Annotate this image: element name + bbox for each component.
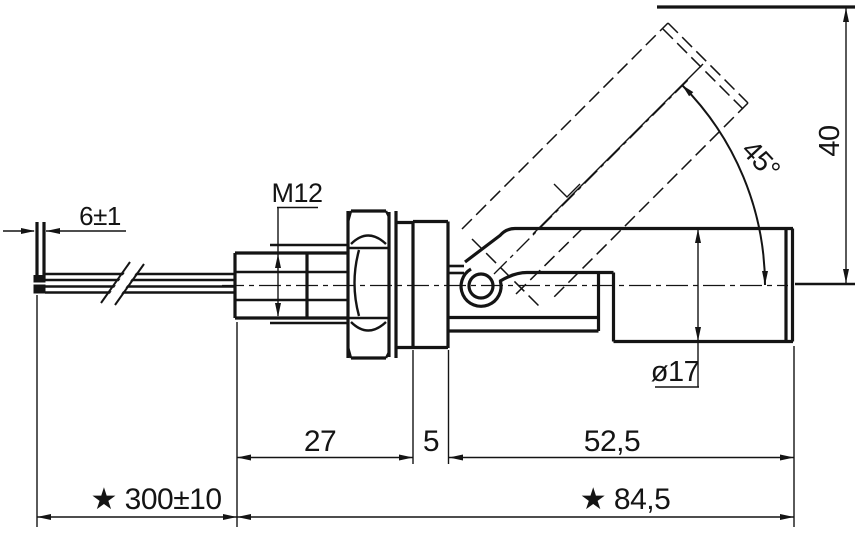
dim-flange-thickness-label: 5 [423,425,439,458]
arm-lower-edge [498,270,614,283]
arrowhead-down [843,269,849,283]
arrowhead-up [843,8,849,22]
arrowhead-up [275,254,281,268]
nut-chamfer-arc-top [350,234,387,245]
cable-break-gap [104,261,143,304]
dim-bottom-row: ★ 300±10 ★ 84,5 [37,483,794,520]
arrowhead-left [37,514,51,520]
break-mark-1 [100,261,131,304]
arrowhead-up [695,229,701,243]
hinge-pin-hole [467,272,495,300]
phantom-stub-mark [553,183,581,198]
dim-float-diameter: ø17 [651,228,701,388]
cable-end-lug-lower [33,284,46,294]
nut-chamfer-arc-mid [353,249,361,317]
arrowhead-arc-bottom [762,271,768,285]
cable [33,222,234,306]
arrowhead-left [237,454,251,461]
dimensions: 6±1 M12 27 5 52,5 [3,5,855,527]
dim-thread-label: M12 [271,178,322,208]
dim-thread-length-label: 27 [304,425,336,458]
cable-end-lug-upper [33,275,46,283]
phantom-end-cap-inner [662,28,744,110]
hinge-knuckle-outer [459,267,503,308]
threaded-stem [233,243,348,325]
phantom-bottom-edge [551,102,749,300]
dim-swing-angle: 45° [532,63,786,286]
arrowhead-left [46,228,60,234]
dim-raise-height-label: 40 [814,125,846,156]
dim-body-length-label: 52,5 [584,425,640,458]
dim-float-diameter-label: ø17 [651,356,699,388]
break-mark-2 [114,263,145,306]
nut-chamfer-arc-bottom [350,321,387,332]
nut-corner-bevels [346,210,391,359]
arrowhead-right [21,228,35,234]
hex-nut [346,209,398,360]
arrowhead-right [223,514,237,520]
dim-thread: M12 [271,178,323,317]
arrowhead-left [237,514,251,520]
dim-strip-length: 6±1 [3,201,126,234]
dim-total-length-label: ★ 84,5 [580,483,671,516]
float-body [448,226,795,344]
flange-assembly [396,219,464,350]
arrowhead-arc-top [682,85,694,97]
phantom-end-face [667,22,749,104]
phantom-float-45deg [461,22,749,310]
dim-cable-length-label: ★ 300±10 [90,483,221,516]
angle-ext-line [532,63,704,235]
angle-arc [681,84,766,286]
arrowhead-down [275,303,281,317]
arrowhead-down [695,327,701,341]
arrowhead-left [449,454,463,461]
dim-strip-length-label: 6±1 [79,201,121,231]
phantom-bracket-edge [515,224,587,295]
phantom-top-edge [461,22,669,230]
phantom-near-face [471,238,543,310]
arrowhead-right [780,454,794,461]
dim-chain-row: 27 5 52,5 [237,425,794,461]
float-top-edge [464,226,793,264]
arrowhead-right [399,454,413,461]
dim-raise-height: 40 [657,5,855,286]
arrowhead-right [780,514,794,520]
phantom-axis-line [493,77,691,275]
